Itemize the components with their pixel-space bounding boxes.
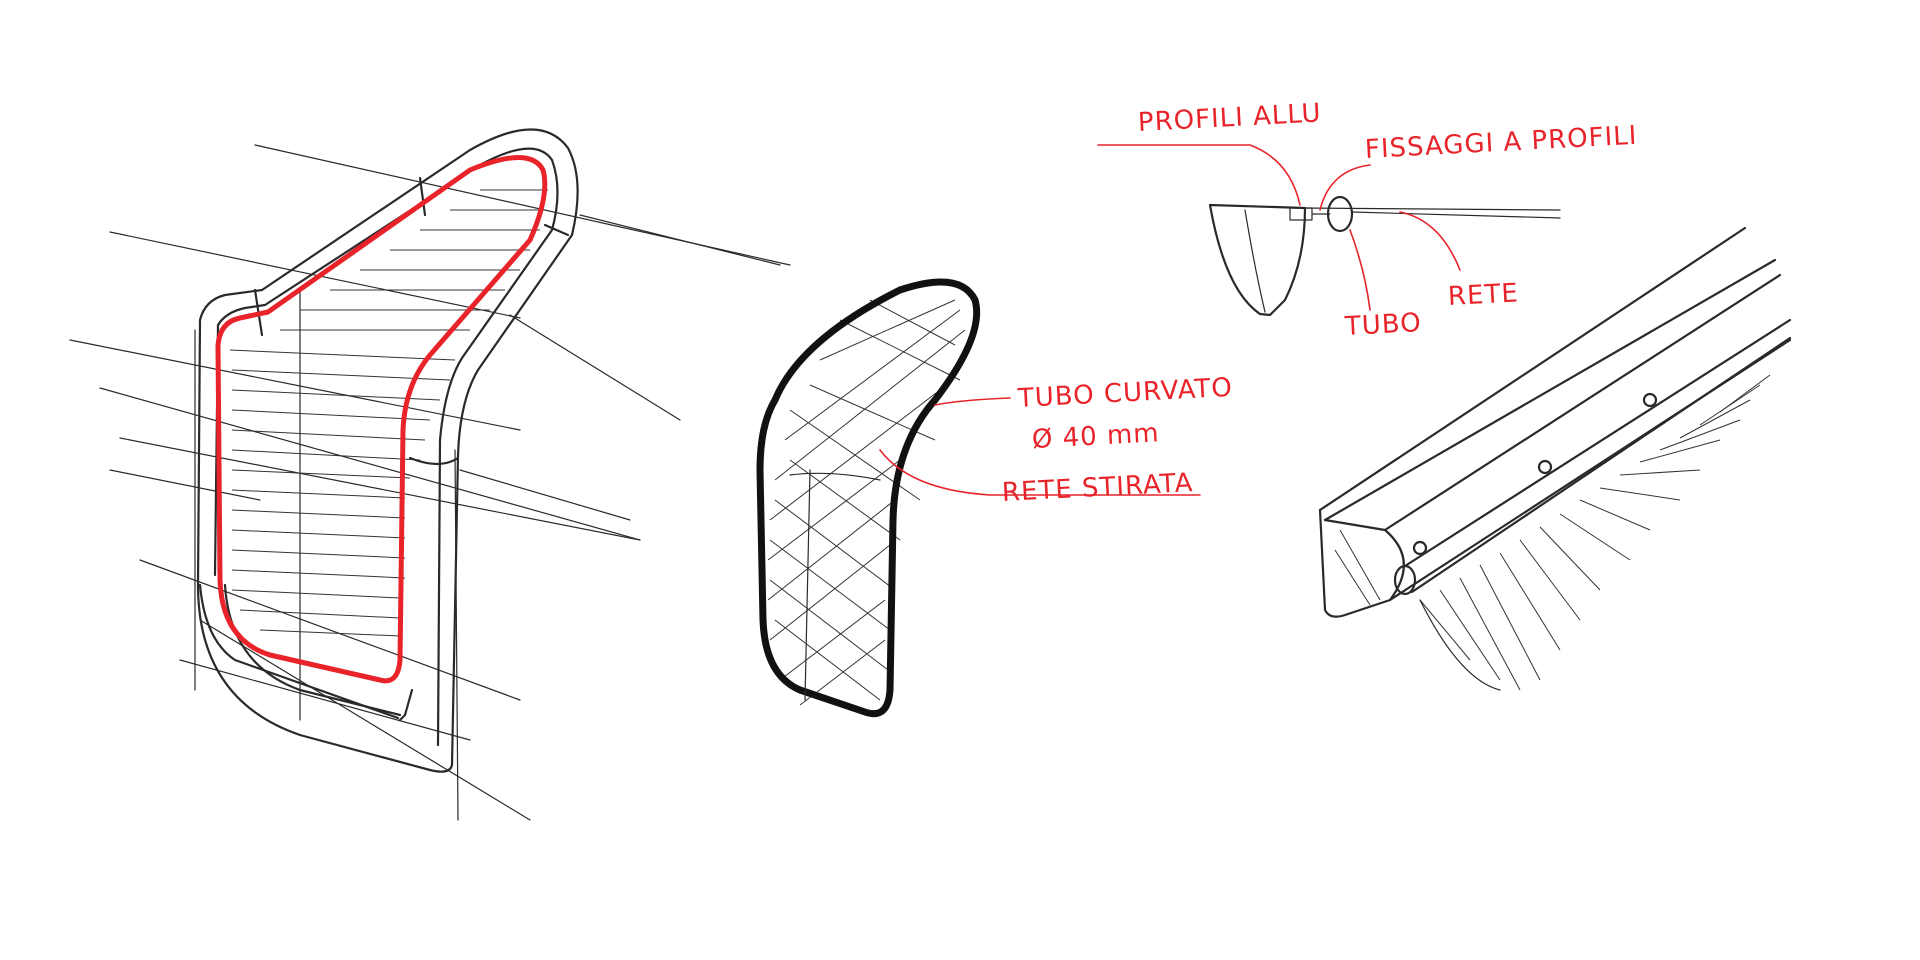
aluminium-profile-section xyxy=(1208,203,1307,317)
section-leader-lines xyxy=(1097,144,1461,311)
tube-outline-sketch xyxy=(756,278,981,718)
frame-shading xyxy=(229,189,548,637)
mesh-crosshatch xyxy=(767,299,966,706)
fixing-clip xyxy=(1289,207,1313,221)
frame-perspective-sketch xyxy=(69,128,791,821)
frame-red-tube xyxy=(215,155,548,684)
label-rete: RETE xyxy=(1447,278,1520,312)
tube-section xyxy=(1326,195,1354,233)
profile-section-sketch xyxy=(1097,144,1561,317)
frame-outer-shell xyxy=(196,128,579,773)
mesh-line xyxy=(1351,211,1561,219)
mesh-edge xyxy=(1419,599,1501,691)
rail-mesh-hatch xyxy=(1334,374,1771,691)
bent-tube-outline xyxy=(756,278,981,718)
rail-profile xyxy=(1318,226,1792,618)
construction-lines xyxy=(69,144,791,821)
rail-perspective-sketch xyxy=(1318,226,1792,691)
tube-inner-line xyxy=(789,469,881,701)
label-tubo: TUBO xyxy=(1344,308,1423,342)
tube-leader-lines xyxy=(879,397,1201,496)
